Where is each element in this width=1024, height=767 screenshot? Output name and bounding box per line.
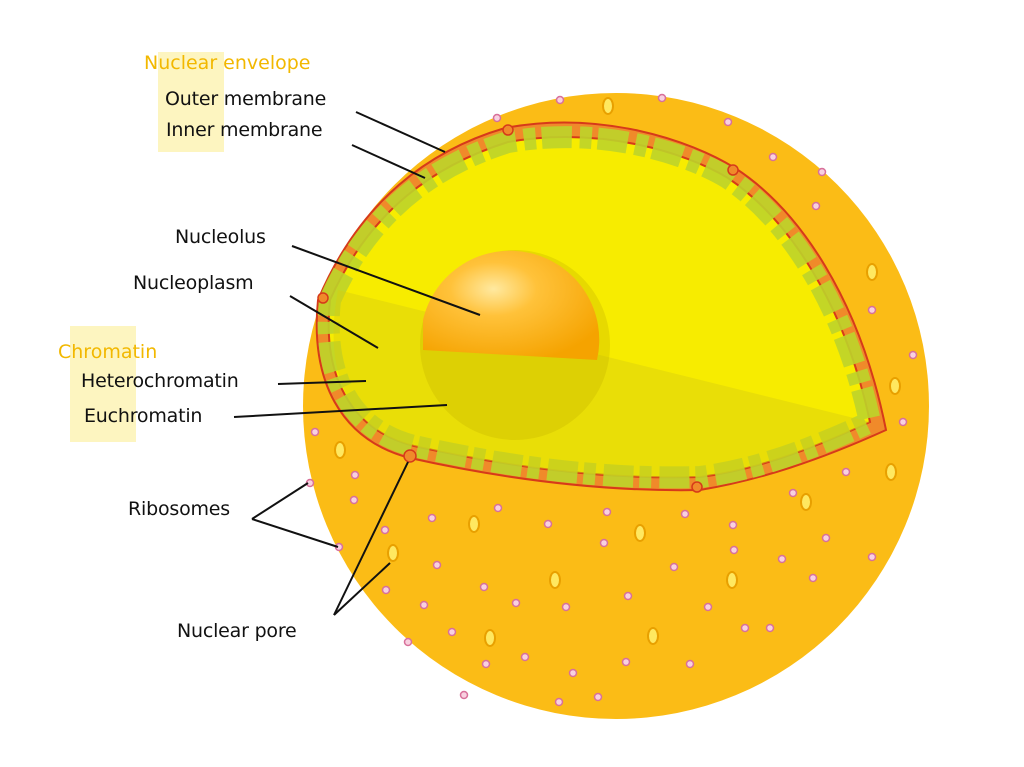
- ribosome-dot: [459, 690, 469, 700]
- ribosome-dot: [447, 627, 457, 637]
- pore-opening: [726, 571, 738, 589]
- ribosome-dot: [740, 623, 750, 633]
- pore-opening: [387, 544, 399, 562]
- ribosome-dot: [867, 305, 877, 315]
- ribosome-dot: [568, 668, 578, 678]
- pore-opening: [484, 629, 496, 647]
- pore-opening: [866, 263, 878, 281]
- pore-opening: [885, 463, 897, 481]
- ribosome-dot: [821, 533, 831, 543]
- ribosome-dot: [543, 519, 553, 529]
- label-outer-membrane: Outer membrane: [165, 88, 327, 110]
- pore-opening: [634, 524, 646, 542]
- ribosome-dot: [867, 552, 877, 562]
- leader-lines: [233, 111, 481, 616]
- ribosome-dot: [811, 201, 821, 211]
- pore-opening: [549, 571, 561, 589]
- ribosome-dot: [703, 602, 713, 612]
- ribosome-dot: [381, 585, 391, 595]
- group-label-nuclear-envelope: Nuclear envelope: [144, 52, 311, 74]
- ribosome-dot: [561, 602, 571, 612]
- label-nucleoplasm: Nucleoplasm: [133, 272, 254, 294]
- ribosome-dot: [492, 113, 502, 123]
- ribosome-dot: [419, 600, 429, 610]
- ribosome-dot: [728, 520, 738, 530]
- ribosome-dot: [481, 659, 491, 669]
- nucleolus: [423, 250, 600, 360]
- heterochromatin: [317, 126, 883, 489]
- ribosome-dot: [310, 427, 320, 437]
- ribosome-dot: [898, 417, 908, 427]
- ribosome-dot: [427, 513, 437, 523]
- ribosome-dot: [657, 93, 667, 103]
- label-nucleolus: Nucleolus: [175, 226, 266, 248]
- label-euchromatin: Euchromatin: [84, 405, 203, 427]
- label-ribosomes: Ribosomes: [128, 498, 230, 520]
- ribosome-dot: [602, 507, 612, 517]
- nuclear-envelope-highlight: [158, 52, 224, 152]
- pore-opening: [334, 441, 346, 459]
- ribosome-dot: [808, 573, 818, 583]
- ribosome-dot: [554, 697, 564, 707]
- ribosome-dot: [729, 545, 739, 555]
- ribosome-dot: [685, 659, 695, 669]
- ribosome-dot: [768, 152, 778, 162]
- ribosome-dot: [680, 509, 690, 519]
- ribosome-dot: [723, 117, 733, 127]
- label-heterochromatin: Heterochromatin: [81, 370, 239, 392]
- pore-opening: [468, 515, 480, 533]
- label-nuclear-pore: Nuclear pore: [177, 620, 297, 642]
- ribosome-dot: [555, 95, 565, 105]
- ribosome-dot: [479, 582, 489, 592]
- ribosome-dot: [593, 692, 603, 702]
- label-inner-membrane: Inner membrane: [166, 119, 323, 141]
- ribosome-dot: [669, 562, 679, 572]
- ribosome-dot: [621, 657, 631, 667]
- ribosome-dot: [432, 560, 442, 570]
- ribosome-dot: [817, 167, 827, 177]
- ribosome-dot: [520, 652, 530, 662]
- ribosome-dot: [349, 495, 359, 505]
- ribosome-dot: [599, 538, 609, 548]
- nuclear-pores: [317, 124, 739, 493]
- ribosomes: [305, 93, 918, 707]
- pore-opening: [889, 377, 901, 395]
- ribosome-dot: [350, 470, 360, 480]
- ribosome-dot: [765, 623, 775, 633]
- pore-opening: [647, 627, 659, 645]
- ribosome-dot: [403, 637, 413, 647]
- ribosome-dot: [788, 488, 798, 498]
- ribosome-dot: [511, 598, 521, 608]
- ribosome-dot: [777, 554, 787, 564]
- ribosome-dot: [380, 525, 390, 535]
- ribosome-dot: [493, 503, 503, 513]
- pore-opening: [602, 97, 614, 115]
- ribosome-dot: [908, 350, 918, 360]
- ribosome-dot: [623, 591, 633, 601]
- chromatin-highlight: [70, 326, 136, 442]
- pore-opening: [800, 493, 812, 511]
- ribosome-dot: [841, 467, 851, 477]
- group-label-chromatin: Chromatin: [58, 341, 158, 363]
